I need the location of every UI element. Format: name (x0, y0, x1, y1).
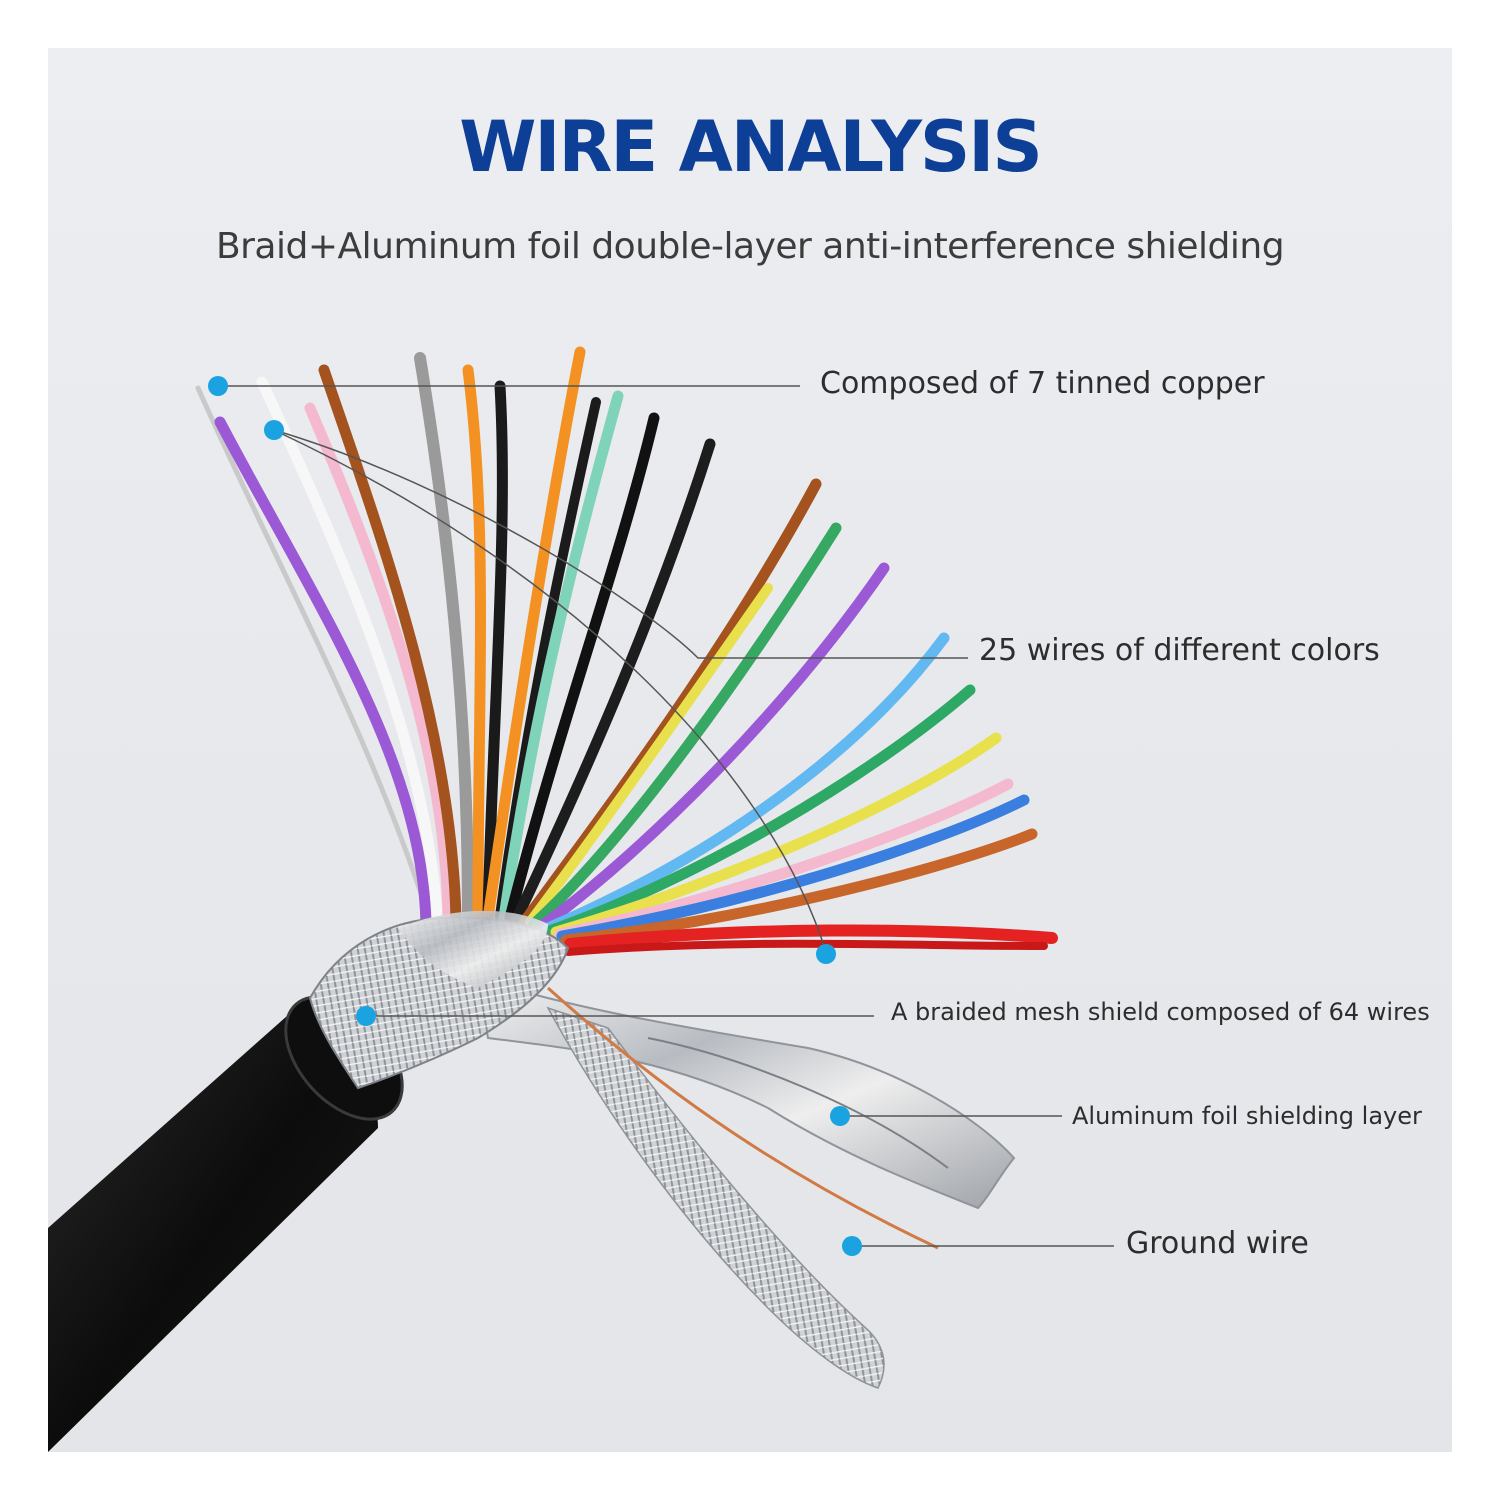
callout-colored-wires: 25 wires of different colors (979, 633, 1380, 668)
leader-red-wire (277, 431, 827, 953)
callout-marker-icon (842, 1236, 862, 1256)
cable-illustration (48, 346, 1114, 1452)
callout-leader-lines (218, 385, 1114, 1247)
callout-foil-layer: Aluminum foil shielding layer (1072, 1102, 1422, 1130)
wire-gray (414, 352, 474, 922)
wire-light-blue (542, 632, 950, 934)
wire-orange (462, 364, 486, 920)
wire-black-3 (504, 412, 660, 924)
wire-pink (304, 402, 454, 932)
wire-orange-2 (482, 346, 586, 924)
callout-marker-icon (356, 1006, 376, 1026)
braided-shield-strand (546, 1006, 885, 1389)
wire-red-2 (564, 939, 1048, 956)
page-title: WIRE ANALYSIS (459, 106, 1043, 188)
colored-wires-bundle (195, 346, 1058, 956)
wire-yellow (525, 583, 773, 927)
ground-wire-strand (546, 986, 939, 1250)
callout-braided-shield: A braided mesh shield composed of 64 wir… (891, 998, 1430, 1026)
leader-colored-wires (273, 429, 968, 659)
wire-blue (556, 794, 1030, 942)
callout-ground-wire: Ground wire (1126, 1226, 1309, 1261)
wire-black-4 (510, 438, 716, 926)
callout-tinned-copper: Composed of 7 tinned copper (820, 366, 1265, 401)
callout-markers (208, 376, 862, 1256)
product-image-panel: WIRE ANALYSIS Braid+Aluminum foil double… (48, 48, 1452, 1452)
wire-purple (214, 416, 432, 942)
page-subtitle: Braid+Aluminum foil double-layer anti-in… (215, 226, 1285, 267)
wire-mint (498, 390, 624, 924)
wire-copper (560, 828, 1038, 946)
wire-tinned-copper (195, 385, 439, 943)
cable-jacket (48, 1008, 378, 1452)
wire-green (528, 522, 842, 930)
callout-marker-icon (830, 1106, 850, 1126)
wire-purple-2 (536, 562, 890, 932)
callout-marker-icon (208, 376, 228, 396)
callout-marker-icon (816, 944, 836, 964)
wire-white (256, 376, 444, 934)
wire-yellow-2 (550, 732, 1002, 938)
callout-marker-icon (264, 420, 284, 440)
wire-brown (318, 364, 462, 926)
foil-wrap (398, 910, 548, 988)
wire-red (564, 924, 1058, 950)
wire-black (482, 380, 508, 920)
foil-crease (647, 1037, 949, 1169)
wire-green-2 (546, 684, 976, 936)
